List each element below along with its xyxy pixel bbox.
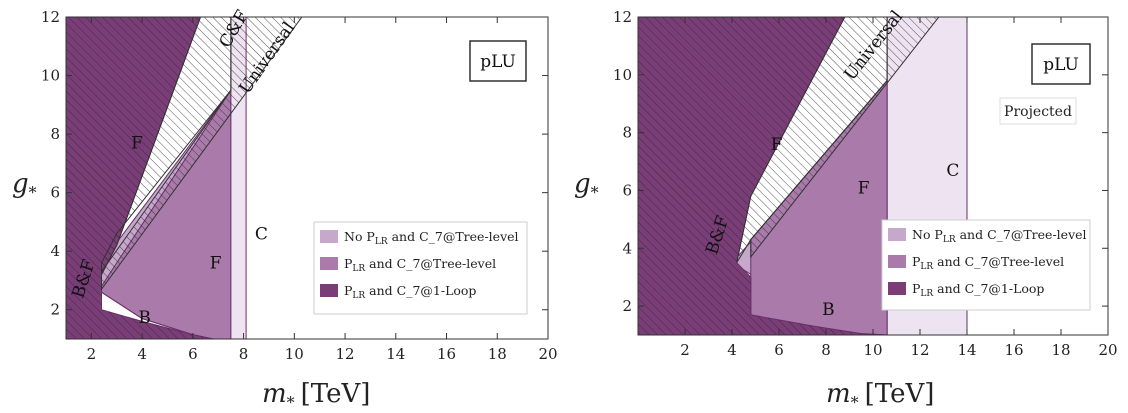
x-tick-label: 6	[774, 341, 784, 359]
annotation-label: F	[858, 178, 870, 198]
x-tick-label: 2	[680, 341, 690, 359]
legend-swatch	[888, 255, 906, 268]
x-tick-label: 8	[821, 341, 831, 359]
y-tick-label: 4	[622, 239, 632, 257]
tag-box-right: pLU	[1031, 43, 1091, 85]
x-tick-label: 12	[336, 345, 355, 363]
y-tick-label: 4	[50, 242, 60, 260]
x-tick-label: 4	[727, 341, 737, 359]
x-tick-label: 12	[910, 341, 929, 359]
legend-label: PLR and C_7@1-Loop	[912, 281, 1044, 299]
annotation-label: C	[946, 161, 959, 181]
hatched-right	[638, 17, 940, 335]
tag-text-left: pLU	[480, 52, 516, 72]
legend-label: No PLR and C_7@Tree-level	[344, 229, 519, 247]
x-tick-label: 20	[1098, 341, 1117, 359]
plot-frame-left	[65, 16, 549, 340]
x-tick-label: 10	[863, 341, 882, 359]
y-tick-label: 12	[41, 8, 60, 26]
legend-swatch	[320, 257, 338, 270]
y-tick-label: 10	[41, 67, 60, 85]
legend-label: No PLR and C_7@Tree-level	[912, 227, 1087, 245]
hatched-universal	[750, 17, 940, 259]
legend-label: PLR and C_7@Tree-level	[344, 256, 496, 274]
x-tick-label: 10	[285, 345, 304, 363]
x-tick-label: 18	[488, 345, 507, 363]
annotation-label: F	[771, 135, 783, 155]
y-tick-label: 2	[622, 297, 632, 315]
ticks-left: 2 4 6 8 10 12 14 16 18 20 2 4 6 8 10 12	[41, 8, 558, 363]
y-axis-label-right: g*	[574, 169, 599, 202]
legend-swatch	[888, 282, 906, 295]
projected-text: Projected	[1004, 104, 1072, 120]
x-tick-label: 14	[957, 341, 976, 359]
y-axis-label-left: g*	[12, 169, 37, 202]
hatched-left	[66, 17, 303, 339]
x-tick-label: 2	[87, 345, 97, 363]
tag-box-left: pLU	[469, 40, 527, 82]
hatched-universal	[101, 17, 303, 291]
y-tick-label: 12	[613, 8, 632, 26]
legend-label: PLR and C_7@Tree-level	[912, 254, 1064, 272]
x-tick-label: 20	[538, 345, 557, 363]
x-tick-label: 14	[386, 345, 405, 363]
x-tick-label: 4	[137, 345, 147, 363]
annotation-label: B	[822, 300, 835, 320]
legend-swatch	[320, 230, 338, 243]
annotation-label: F	[210, 254, 222, 274]
annotation-label: B	[138, 308, 151, 328]
x-tick-label: 18	[1051, 341, 1070, 359]
y-tick-label: 8	[50, 125, 60, 143]
hatched-b-and-f-region	[638, 17, 888, 335]
y-tick-label: 10	[613, 66, 632, 84]
x-tick-label: 16	[437, 345, 456, 363]
projected-box-right: Projected	[999, 97, 1077, 125]
y-tick-label: 6	[50, 184, 60, 202]
tag-text-right: pLU	[1043, 55, 1079, 75]
x-tick-label: 16	[1004, 341, 1023, 359]
legend-swatch	[888, 228, 906, 241]
legend-label: PLR and C_7@1-Loop	[344, 283, 476, 301]
x-axis-label-left: m*[TeV]	[262, 379, 370, 412]
x-axis-label-right: m*[TeV]	[826, 379, 934, 412]
legend-swatch	[320, 284, 338, 297]
y-tick-label: 2	[50, 301, 60, 319]
x-tick-label: 6	[188, 345, 198, 363]
hatched-b-and-f-region	[66, 17, 214, 339]
x-tick-label: 8	[239, 345, 249, 363]
annotation-label: F	[131, 134, 143, 154]
ticks-right: 2 4 6 8 10 12 14 16 18 20 2 4 6 8 10 12	[613, 8, 1118, 359]
annotation-label: C	[255, 224, 268, 244]
y-tick-label: 8	[622, 124, 632, 142]
y-tick-label: 6	[622, 181, 632, 199]
